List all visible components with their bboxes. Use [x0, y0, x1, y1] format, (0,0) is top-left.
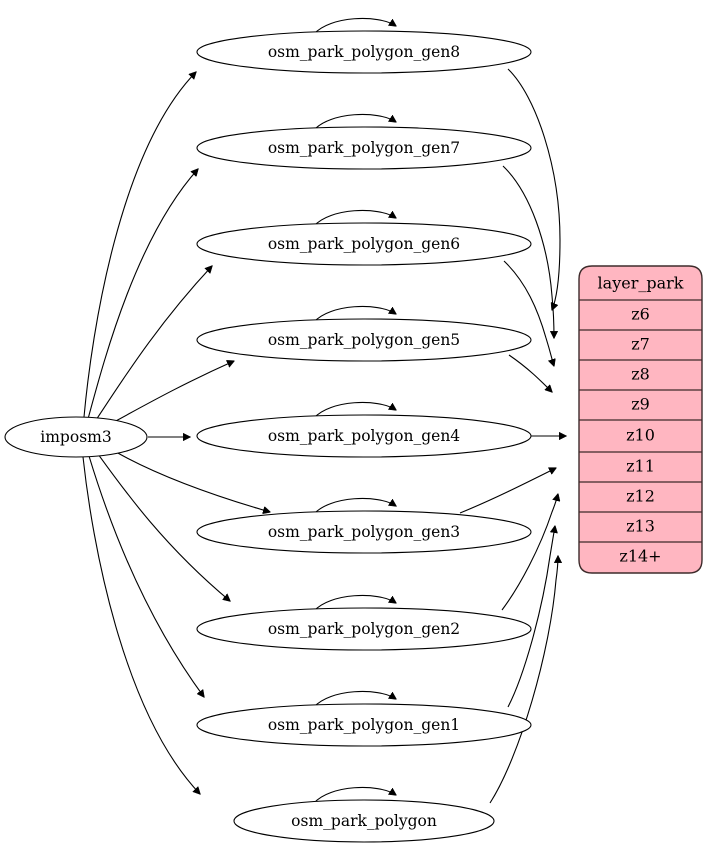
table-row[interactable]: z11 — [579, 457, 702, 483]
node-label: osm_park_polygon_gen4 — [268, 427, 460, 445]
self-loop-gen8 — [313, 17, 396, 35]
node-label: osm_park_polygon_gen2 — [268, 620, 460, 638]
node-label: osm_park_polygon_gen7 — [268, 139, 460, 157]
edge-gen8-to-z6 — [507, 68, 561, 310]
edge-imposm3-to-gen2 — [97, 453, 230, 601]
row-label: z9 — [631, 395, 650, 414]
node-osm-park-polygon-gen7[interactable]: osm_park_polygon_gen7 — [196, 126, 532, 170]
row-label: z13 — [626, 517, 655, 536]
row-label: z14+ — [619, 547, 661, 566]
edge-imposm3-to-gen3 — [115, 451, 270, 512]
self-loop-osm-park-polygon — [313, 786, 396, 804]
edge-imposm3-to-gen7 — [87, 169, 198, 420]
table-row[interactable]: z6 — [579, 305, 702, 331]
self-loop-gen1 — [313, 690, 396, 708]
layer-edges — [459, 68, 566, 804]
edge-imposm3-to-osm-park-polygon — [82, 456, 200, 794]
row-label: z7 — [631, 335, 650, 354]
self-loop-gen5 — [313, 305, 396, 323]
node-osm-park-polygon-gen4[interactable]: osm_park_polygon_gen4 — [196, 414, 532, 458]
node-label: osm_park_polygon_gen5 — [268, 331, 460, 349]
self-loop-gen2 — [313, 594, 396, 612]
table-row[interactable]: z13 — [579, 517, 702, 543]
node-osm-park-polygon-gen6[interactable]: osm_park_polygon_gen6 — [196, 222, 532, 266]
node-osm-park-polygon-gen5[interactable]: osm_park_polygon_gen5 — [196, 318, 532, 362]
row-label: z10 — [626, 426, 655, 445]
edge-imposm3-to-gen1 — [88, 455, 204, 697]
edge-gen2-to-z12 — [501, 494, 558, 611]
graph-nodes: osm_park_polygon_gen8 osm_park_polygon_g… — [4, 30, 532, 843]
node-label: osm_park_polygon_gen6 — [268, 235, 460, 253]
table-header-label: layer_park — [598, 274, 684, 293]
node-osm-park-polygon-gen8[interactable]: osm_park_polygon_gen8 — [196, 30, 532, 74]
edge-gen5-to-z9 — [508, 354, 552, 392]
node-label: osm_park_polygon_gen3 — [268, 523, 460, 541]
table-row[interactable]: z9 — [579, 395, 702, 421]
table-header-row: layer_park — [579, 274, 702, 301]
edge-gen7-to-z7 — [502, 165, 554, 338]
table-row[interactable]: z8 — [579, 365, 702, 391]
node-label: osm_park_polygon_gen8 — [268, 43, 460, 61]
edge-imposm3-to-gen8 — [83, 72, 196, 418]
table-row[interactable]: z12 — [579, 487, 702, 513]
self-loop-edges — [313, 17, 396, 804]
edge-osm-park-polygon-to-z14 — [489, 556, 558, 804]
node-osm-park-polygon-gen2[interactable]: osm_park_polygon_gen2 — [196, 607, 532, 651]
row-label: z11 — [626, 457, 655, 476]
self-loop-gen3 — [313, 497, 396, 515]
edge-gen3-to-z11 — [459, 468, 556, 514]
table-row[interactable]: z7 — [579, 335, 702, 361]
layer-park-table[interactable]: layer_park z6 z7 z8 z9 z10 — [578, 265, 703, 574]
node-label: osm_park_polygon_gen1 — [268, 716, 460, 734]
row-label: z8 — [631, 365, 650, 384]
node-label: osm_park_polygon — [291, 812, 437, 830]
edge-imposm3-to-gen6 — [95, 266, 212, 421]
table-row[interactable]: z14+ — [619, 547, 661, 566]
node-imposm3[interactable]: imposm3 — [4, 416, 148, 458]
row-label: z6 — [631, 305, 650, 324]
row-label: z12 — [626, 487, 655, 506]
self-loop-gen7 — [313, 113, 396, 131]
node-label: imposm3 — [40, 428, 111, 446]
edge-gen6-to-z8 — [503, 260, 554, 366]
self-loop-gen4 — [313, 401, 396, 419]
edge-gen1-to-z13 — [507, 526, 555, 708]
node-osm-park-polygon-gen1[interactable]: osm_park_polygon_gen1 — [196, 703, 532, 747]
source-edges — [82, 72, 270, 794]
self-loop-gen6 — [313, 209, 396, 227]
table-row[interactable]: z10 — [579, 426, 702, 453]
edge-imposm3-to-gen5 — [111, 361, 234, 424]
node-osm-park-polygon[interactable]: osm_park_polygon — [233, 799, 495, 843]
node-osm-park-polygon-gen3[interactable]: osm_park_polygon_gen3 — [196, 510, 532, 554]
